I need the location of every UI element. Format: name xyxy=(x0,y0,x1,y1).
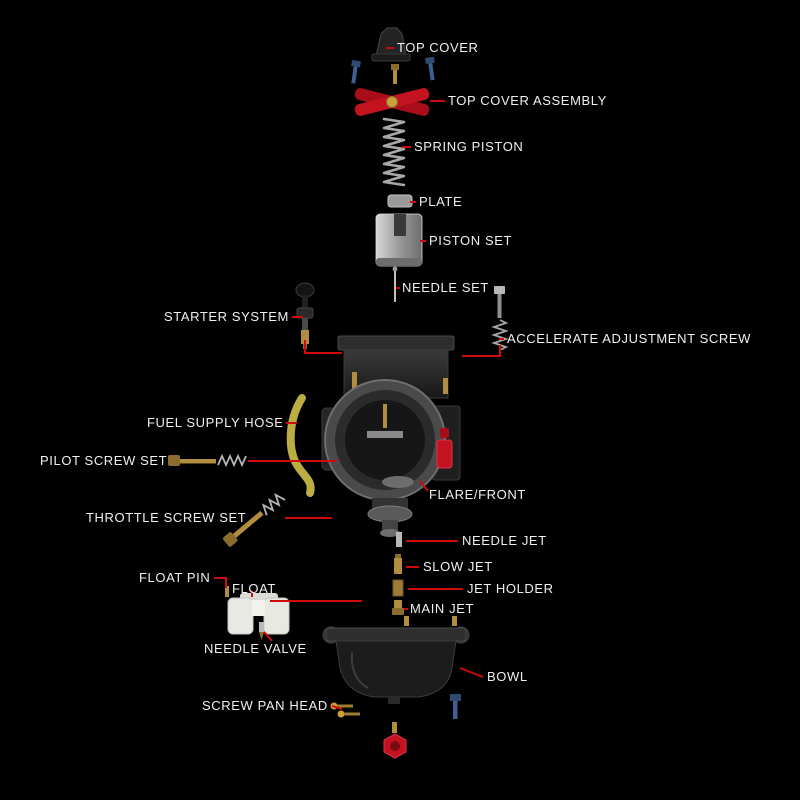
bowl-part xyxy=(322,616,470,704)
pilot-screw-set-part xyxy=(168,453,247,468)
slow-jet-part xyxy=(394,554,402,574)
drain-nut-part xyxy=(383,722,407,759)
accelerate-adjustment-screw-part xyxy=(491,286,509,351)
screw-pan-head-part xyxy=(330,702,360,718)
label-float-pin: FLOAT PIN xyxy=(139,570,211,585)
label-throttle-screw-set: THROTTLE SCREW SET xyxy=(86,510,247,525)
carburetor-body-part xyxy=(321,335,461,537)
label-top-cover-assembly: TOP COVER ASSEMBLY xyxy=(448,93,607,108)
label-spring-piston: SPRING PISTON xyxy=(414,139,524,154)
top-cover-part xyxy=(371,27,411,62)
spring-piston-part xyxy=(382,117,406,187)
plate-part xyxy=(387,194,413,208)
leader-lines xyxy=(214,47,504,710)
throttle-screw-set-part xyxy=(222,492,286,547)
label-slow-jet: SLOW JET xyxy=(423,559,493,574)
fuel-supply-hose-part xyxy=(286,394,315,497)
label-needle-set: NEEDLE SET xyxy=(402,280,489,295)
label-accelerate-adjustment-screw: ACCELERATE ADJUSTMENT SCREW xyxy=(507,331,751,346)
needle-jet-part xyxy=(396,532,402,547)
label-main-jet: MAIN JET xyxy=(410,601,475,616)
label-bowl: BOWL xyxy=(487,669,528,684)
piston-set-part xyxy=(375,213,423,267)
label-fuel-supply-hose: FUEL SUPPLY HOSE xyxy=(147,415,284,430)
label-screw-pan-head: SCREW PAN HEAD xyxy=(202,698,328,713)
label-float: FLOAT xyxy=(232,581,276,596)
label-jet-holder: JET HOLDER xyxy=(467,581,554,596)
float-part xyxy=(227,593,290,635)
top-cover-assembly-part xyxy=(354,88,430,116)
label-starter-system: STARTER SYSTEM xyxy=(164,309,289,324)
main-jet-part xyxy=(392,600,404,615)
top-cover-bolts-part xyxy=(351,56,435,84)
label-top-cover: TOP COVER xyxy=(397,40,479,55)
label-piston-set: PISTON SET xyxy=(429,233,513,248)
needle-set-part xyxy=(392,266,398,302)
bottom-blue-screw-part xyxy=(450,694,461,719)
jet-holder-part xyxy=(392,579,404,597)
label-flare-front: FLARE/FRONT xyxy=(429,487,526,502)
needle-valve-part xyxy=(259,622,264,640)
label-plate: PLATE xyxy=(419,194,463,209)
label-pilot-screw-set: PILOT SCREW SET xyxy=(40,453,168,468)
label-needle-valve: NEEDLE VALVE xyxy=(204,641,307,656)
label-needle-jet: NEEDLE JET xyxy=(462,533,547,548)
float-pin-part xyxy=(225,586,229,597)
